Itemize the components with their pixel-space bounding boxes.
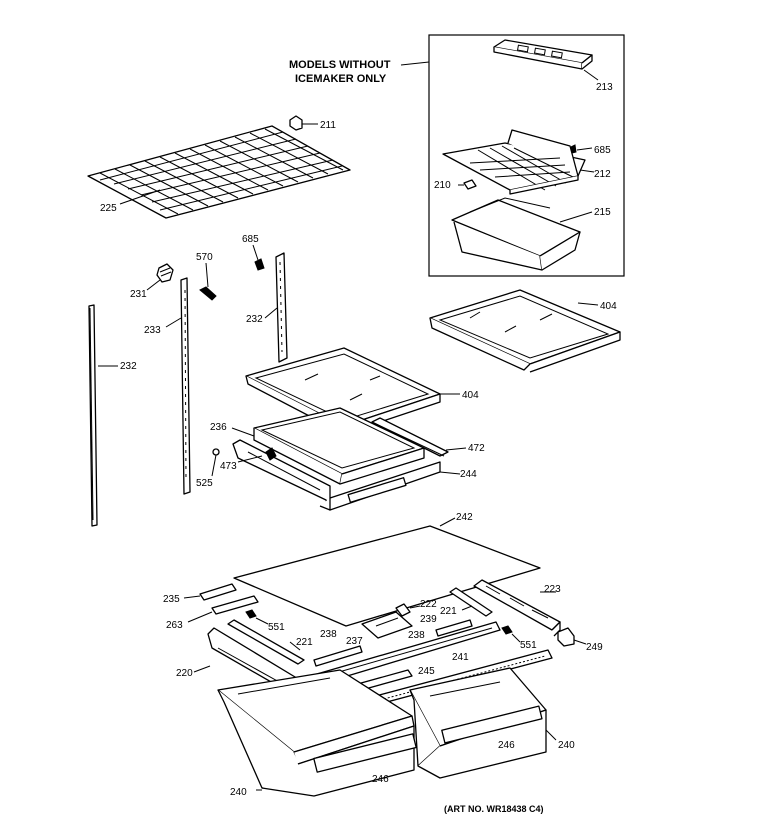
callout-240-left: 240 (230, 787, 247, 798)
callout-685: 685 (242, 234, 259, 245)
crisper-glass-part-242 (233, 517, 541, 627)
callout-212: 212 (594, 169, 611, 180)
slide-rail-part-472 (371, 417, 467, 457)
crisper-pan-part-240-right (409, 667, 557, 779)
inset-heading-line2: ICEMAKER ONLY (295, 73, 387, 85)
callout-238-left: 238 (320, 629, 337, 640)
callout-225: 225 (100, 203, 117, 214)
callout-210: 210 (434, 180, 451, 191)
screw-part-570 (199, 262, 217, 301)
callout-232-center: 232 (246, 314, 263, 325)
callout-labels: 213 685 212 210 215 211 225 685 570 231 … (100, 82, 617, 798)
clip-part-473 (237, 447, 277, 463)
callout-249: 249 (586, 642, 603, 653)
callout-237: 237 (346, 636, 363, 647)
callout-232-left: 232 (120, 361, 137, 372)
callout-236: 236 (210, 422, 227, 433)
bracket-part-235 (183, 583, 237, 601)
icemaker-inset: MODELS WITHOUT ICEMAKER ONLY (289, 34, 625, 277)
callout-231: 231 (130, 289, 147, 300)
callout-246-right: 246 (498, 740, 515, 751)
callout-211: 211 (320, 120, 336, 131)
crisper-pan-part-240-left (217, 669, 417, 797)
callout-213: 213 (596, 82, 613, 93)
callout-551-right: 551 (520, 640, 537, 651)
callout-239: 239 (420, 614, 437, 625)
rail-part-238-left (313, 645, 363, 667)
crisper-cover-part-236 (231, 407, 425, 485)
callout-235: 235 (163, 594, 180, 605)
callout-221-left: 221 (296, 637, 313, 648)
rail-part-232-center (264, 252, 288, 363)
callout-570: 570 (196, 252, 213, 263)
ice-bucket-part-215 (451, 197, 593, 271)
drawer-part-244 (232, 439, 461, 511)
callout-263: 263 (166, 620, 183, 631)
callout-404-center: 404 (462, 390, 479, 401)
callout-246-left: 246 (372, 774, 389, 785)
wire-shelf-part-225 (87, 125, 351, 219)
callout-551-left: 551 (268, 622, 285, 633)
callout-245: 245 (418, 666, 435, 677)
screw-part-685 (252, 244, 265, 271)
rail-part-233 (165, 277, 191, 495)
art-number: (ART NO. WR18438 C4) (444, 804, 544, 814)
clip-part-249 (557, 627, 587, 647)
callout-685-inset: 685 (594, 145, 611, 156)
callout-404-right: 404 (600, 301, 617, 312)
support-part-221-right (449, 587, 493, 617)
clip-part-222 (395, 603, 421, 617)
rail-part-232-left (88, 304, 118, 527)
cap-part-211 (289, 115, 318, 131)
ice-rack-part-212 (442, 129, 595, 195)
callout-223: 223 (544, 584, 561, 595)
screw-part-551-left (245, 609, 269, 625)
ice-tray-part-213 (493, 39, 599, 81)
callout-525: 525 (196, 478, 213, 489)
bracket-part-239 (361, 611, 413, 639)
callout-233: 233 (144, 325, 161, 336)
rail-part-263 (187, 595, 259, 623)
inset-heading-line1: MODELS WITHOUT (289, 59, 391, 71)
bracket-part-231 (146, 263, 174, 291)
callout-215: 215 (594, 207, 611, 218)
callout-473: 473 (220, 461, 237, 472)
support-part-221-left (227, 619, 305, 665)
callout-472: 472 (468, 443, 485, 454)
inset-leader (400, 61, 430, 66)
clip-part-210 (458, 179, 477, 190)
callout-240-right: 240 (558, 740, 575, 751)
screw-part-525 (211, 448, 220, 477)
rail-part-238-right (435, 619, 473, 637)
callout-221-right: 221 (440, 606, 457, 617)
callout-220: 220 (176, 668, 193, 679)
inset-frame (428, 34, 625, 277)
callout-242: 242 (456, 512, 473, 523)
callout-241: 241 (452, 652, 469, 663)
screw-part-551-right (501, 625, 521, 643)
callout-244: 244 (460, 469, 477, 480)
callout-238-right: 238 (408, 630, 425, 641)
glass-shelf-part-404-right (429, 289, 621, 373)
callout-222: 222 (420, 599, 437, 610)
support-part-223 (473, 579, 561, 637)
